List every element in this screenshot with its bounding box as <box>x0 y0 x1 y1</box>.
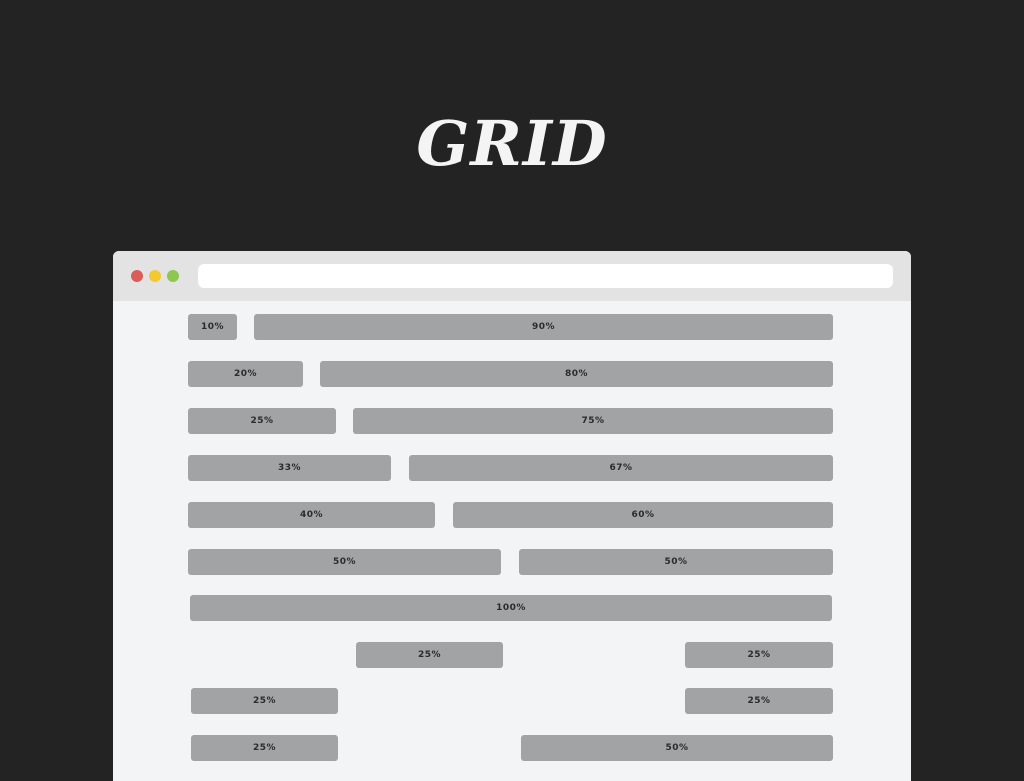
browser-titlebar <box>113 251 911 301</box>
page-title: GRID <box>416 107 608 180</box>
minimize-dot-icon[interactable] <box>149 270 161 282</box>
grid-cell: 20% <box>188 361 303 387</box>
grid-cell: 25% <box>191 735 338 761</box>
browser-window: 10% 90% 20% 80% 25% 75% 33% 67% 40% 60% … <box>113 251 911 781</box>
grid-cell: 75% <box>353 408 833 434</box>
grid-cell: 25% <box>356 642 503 668</box>
grid-cell: 100% <box>190 595 832 621</box>
grid-cell: 10% <box>188 314 237 340</box>
grid-cell: 33% <box>188 455 391 481</box>
grid-cell: 90% <box>254 314 833 340</box>
maximize-dot-icon[interactable] <box>167 270 179 282</box>
grid-cell: 67% <box>409 455 833 481</box>
grid-cell: 25% <box>685 688 833 714</box>
grid-cell: 25% <box>191 688 338 714</box>
grid-cell: 60% <box>453 502 833 528</box>
grid-cell: 50% <box>519 549 833 575</box>
grid-cell: 50% <box>188 549 501 575</box>
grid-cell: 50% <box>521 735 833 761</box>
address-bar[interactable] <box>198 264 893 288</box>
grid-cell: 25% <box>685 642 833 668</box>
grid-cell: 25% <box>188 408 336 434</box>
close-dot-icon[interactable] <box>131 270 143 282</box>
grid-cell: 40% <box>188 502 435 528</box>
grid-cell: 80% <box>320 361 833 387</box>
